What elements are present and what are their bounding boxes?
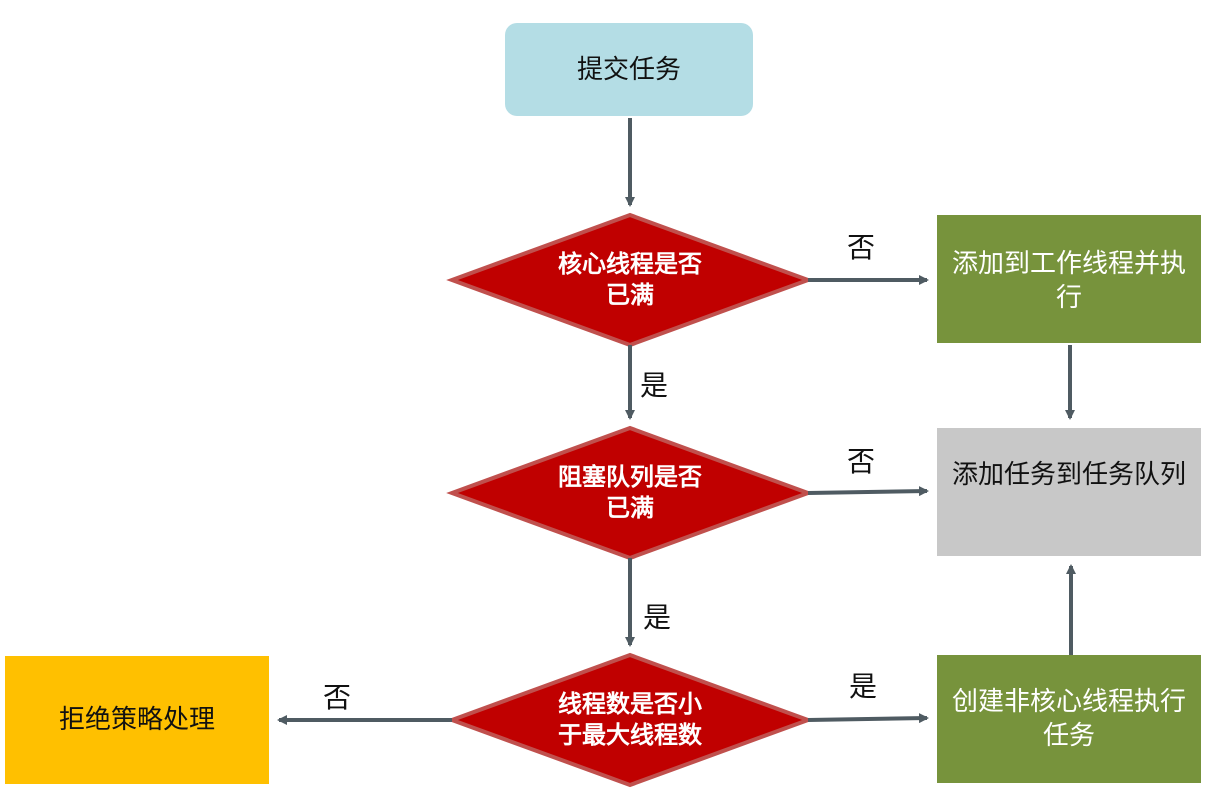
reject-policy-label: 拒绝策略处理 — [58, 705, 215, 735]
queue-full-label: 阻塞队列是否已满 — [558, 463, 702, 522]
edge-label-queue-yes: 是 — [643, 601, 672, 634]
add-to-worker-label: 添加到工作线程并执行 — [951, 249, 1186, 313]
add-to-queue-label: 添加任务到任务队列 — [951, 460, 1186, 490]
threads-less-than-max-label: 线程数是否小于最大线程数 — [558, 690, 702, 749]
create-noncore-thread-label: 创建非核心线程执行任务 — [951, 687, 1186, 751]
edge-label-max-no: 否 — [323, 681, 352, 714]
submit-task-node — [505, 23, 753, 116]
reject-policy-node — [5, 656, 269, 784]
edge-label-queue-no: 否 — [847, 445, 876, 478]
edge-label-max-yes: 是 — [849, 670, 878, 703]
create-noncore-thread-node — [937, 655, 1201, 783]
threads-less-than-max-decision — [446, 652, 814, 788]
edge-label-core-no: 否 — [847, 231, 876, 264]
add-to-queue-node — [937, 428, 1201, 556]
core-threads-full-label: 核心线程是否已满 — [558, 250, 702, 309]
edge-max-yes — [807, 713, 929, 724]
submit-task-label: 提交任务 — [576, 54, 681, 85]
edge-label-core-yes: 是 — [640, 369, 669, 402]
add-to-worker-node — [937, 215, 1201, 343]
edge-queue-no — [807, 486, 929, 497]
